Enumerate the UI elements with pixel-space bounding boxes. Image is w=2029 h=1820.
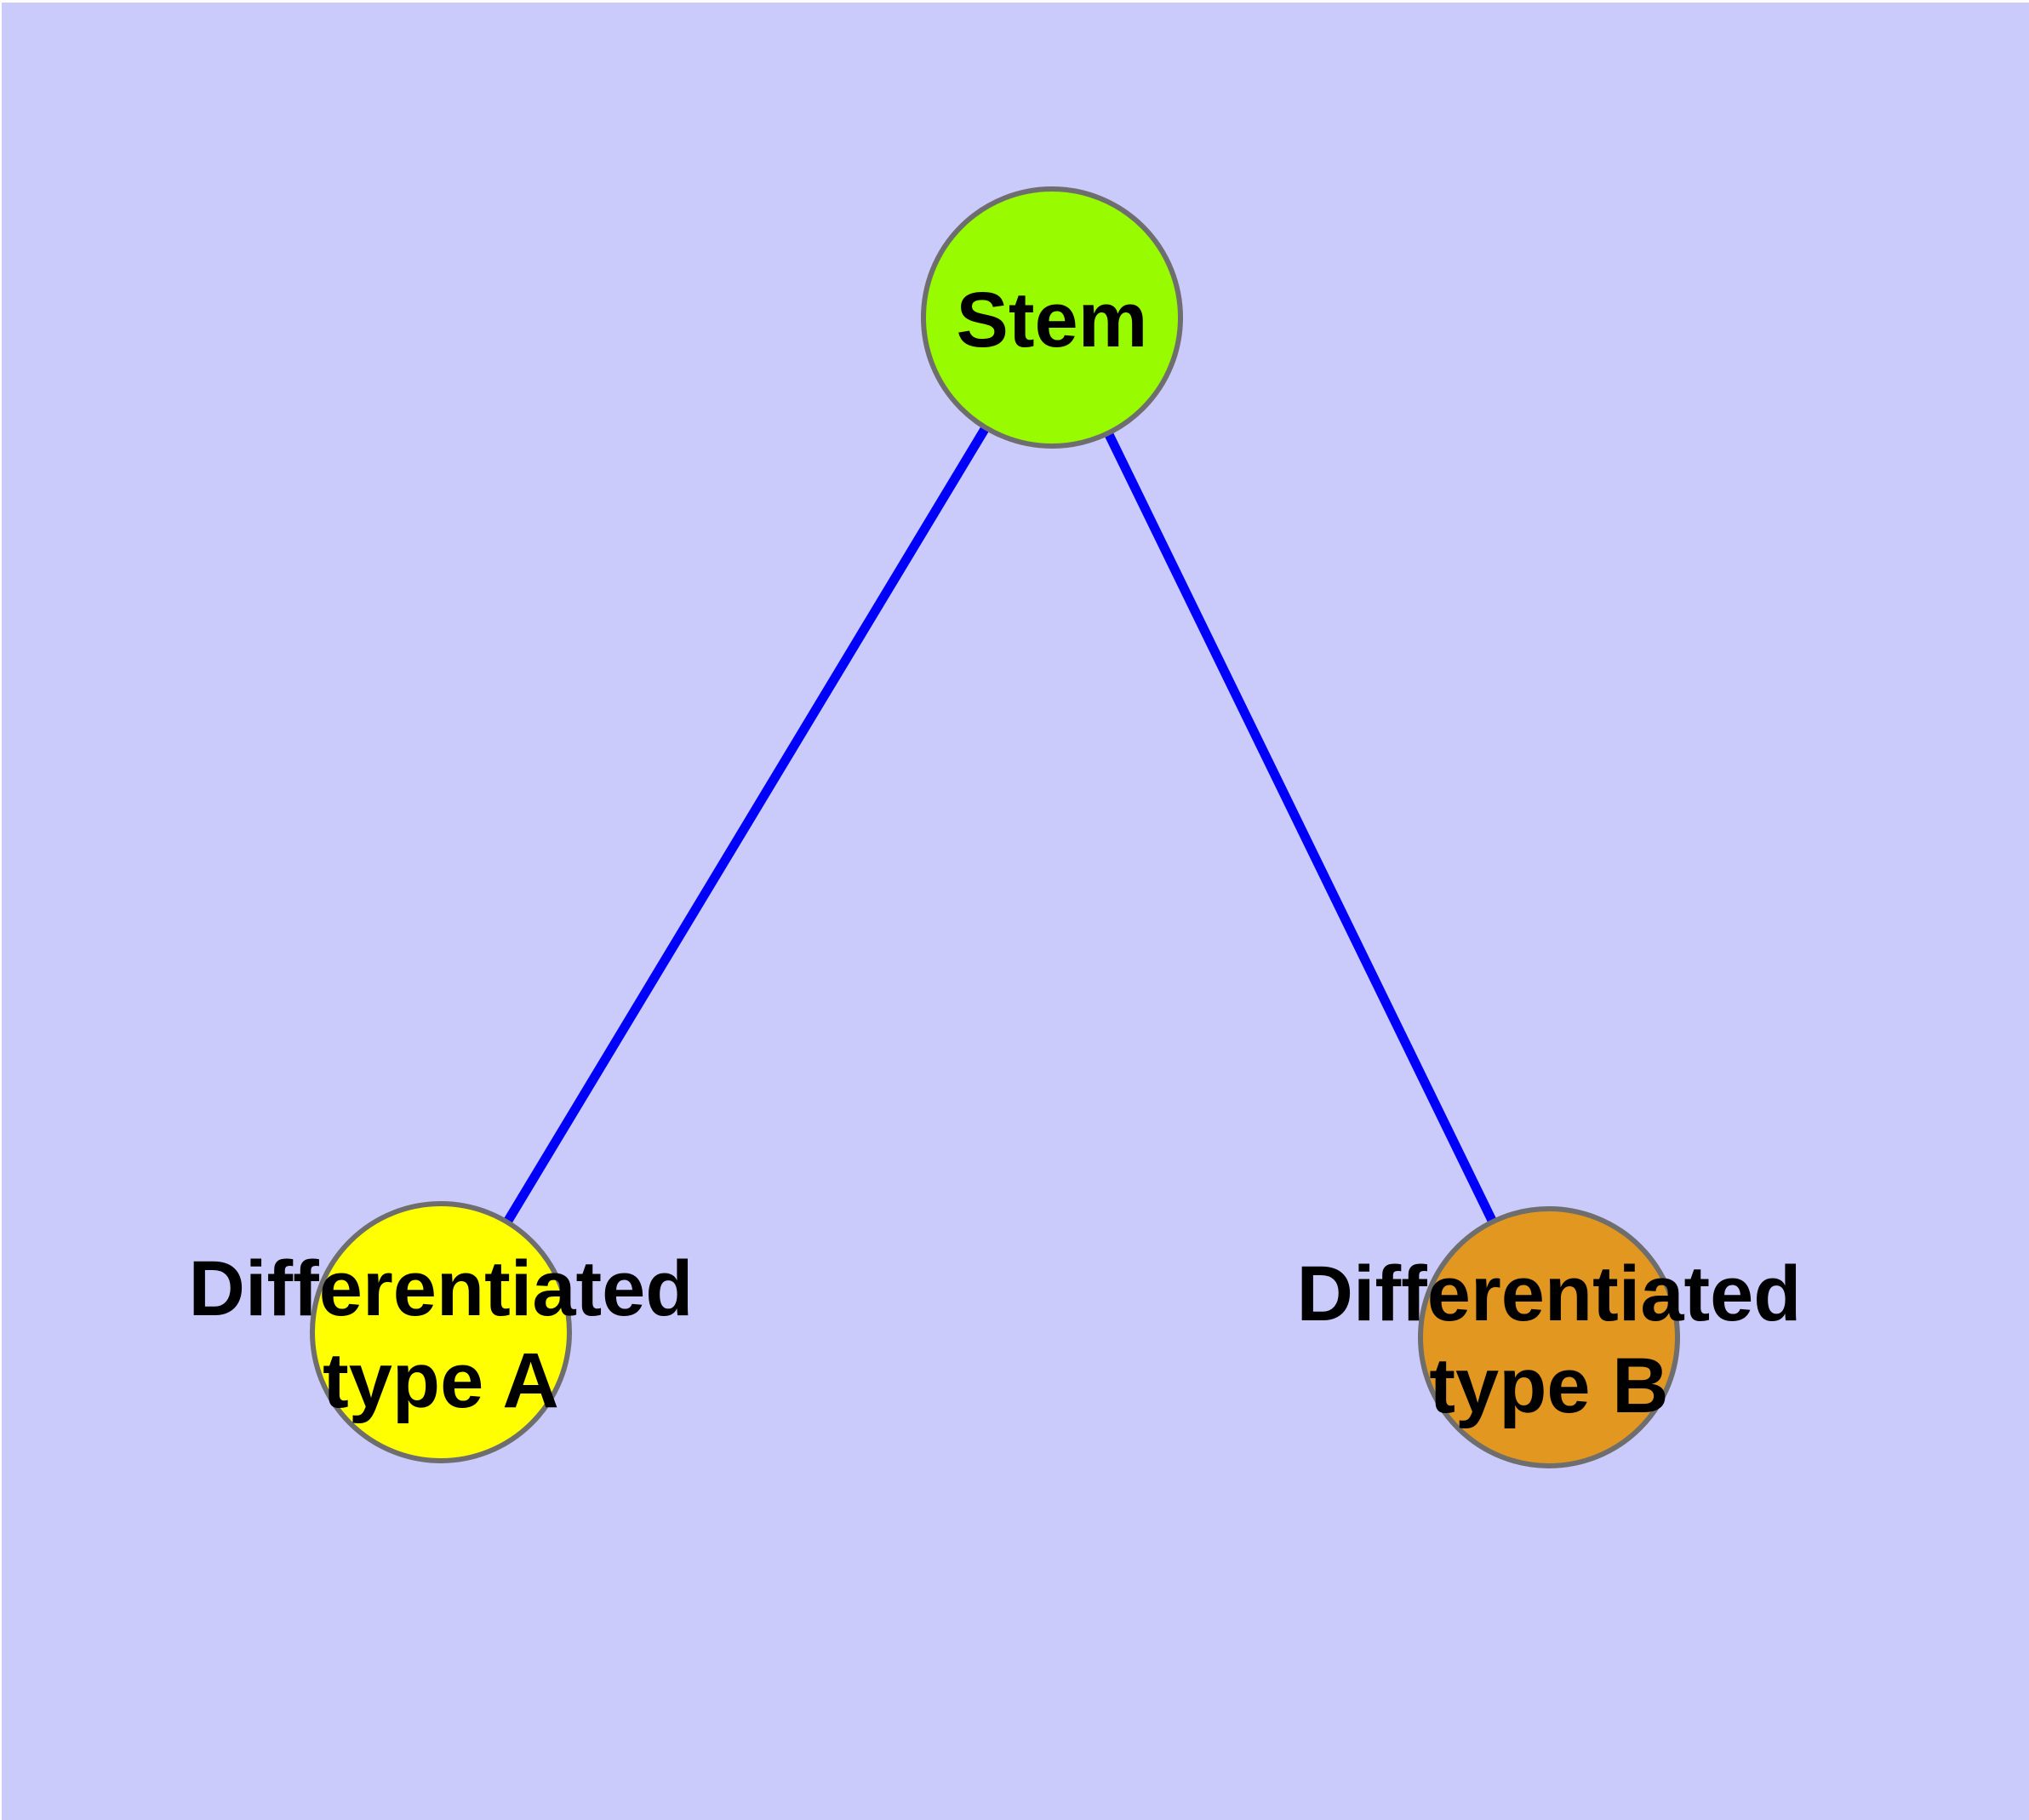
- node-differentiated-type-b[interactable]: [1418, 1206, 1680, 1468]
- edge-stem-to-type-a: [437, 315, 1056, 1335]
- node-stem[interactable]: [921, 186, 1183, 449]
- node-stem-label: Stem: [957, 277, 1148, 363]
- node-differentiated-type-a-label-line1: Differentiated: [189, 1245, 694, 1332]
- node-differentiated-type-a-label-line2: type A: [323, 1337, 559, 1424]
- node-differentiated-type-b-label-line2: type B: [1429, 1342, 1668, 1429]
- node-differentiated-type-a[interactable]: [310, 1201, 572, 1463]
- node-differentiated-type-b-label-line1: Differentiated: [1297, 1251, 1802, 1337]
- edge-stem-to-type-b: [1048, 315, 1553, 1340]
